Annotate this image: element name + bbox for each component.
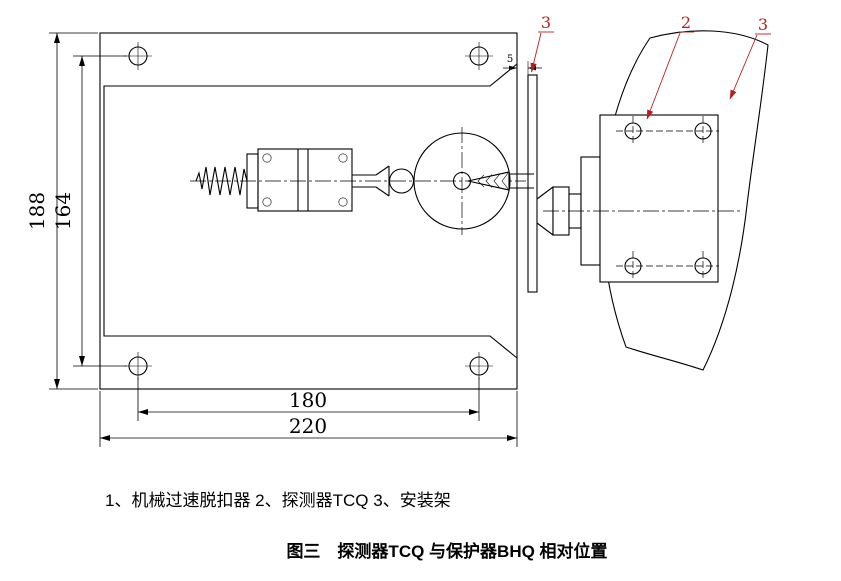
screw-hole [338,197,348,207]
bolt-hole [694,122,712,140]
gap-dimension-label: 5 [507,54,513,65]
callout-2: 2 [681,13,691,32]
dim-hole-spacing-width-label: 180 [289,388,327,412]
corner-hole-top-left [124,42,152,70]
bracket-plate-edge [527,74,538,293]
corner-hole-bottom-left [124,352,152,380]
dim-hole-spacing-width: 180 [137,377,480,421]
legend-text: 1、机械过速脱扣器 2、探测器TCQ 3、安装架 [105,491,451,510]
probe-tip [467,171,510,191]
disc-circle [413,132,511,230]
bolt-hole [624,122,642,140]
dim-overall-width: 220 [99,391,518,447]
push-rod [352,174,376,188]
detector-tcq [536,114,742,283]
trip-device [195,148,415,212]
corner-hole-bottom-right [465,352,493,380]
trip-device-body [257,148,353,212]
bolt-hole-centerlines-vertical [632,116,704,281]
mounting-plate-inner-edge [103,63,518,359]
caption-text: 图三 探测器TCQ 与保护器BHQ 相对位置 [286,541,607,561]
dim-overall-width-label: 220 [289,414,327,438]
screw-hole [338,153,348,163]
probe-shank [509,173,534,189]
detector-block [599,114,719,283]
screw-hole [262,153,272,163]
dim-hole-spacing-height-label: 164 [51,192,75,230]
corner-hole-top-right [465,42,493,70]
trip-device-body-split [297,149,309,211]
callout-3-left-leader [530,32,542,73]
dim-overall-height-label: 188 [25,192,49,230]
spring [195,166,248,196]
dim-hole-spacing-height: 164 [51,55,127,367]
screw-hole [262,197,272,207]
callout-3-right-leader [729,34,758,100]
callouts: 3 2 3 [530,13,771,120]
bolt-hole [624,257,642,275]
callout-3-left: 3 [541,13,551,32]
bolt-hole-centerlines [616,130,719,267]
mounting-plate [99,32,518,390]
callout-3-right: 3 [758,15,768,34]
probe-serrations [477,173,509,189]
gap-dimension: 5 [503,54,542,75]
mounting-plate-outline [99,32,518,390]
disc-assembly [413,132,534,230]
dim-overall-height: 188 [25,32,98,390]
callout-2-leader [646,32,681,120]
bolt-hole [694,257,712,275]
